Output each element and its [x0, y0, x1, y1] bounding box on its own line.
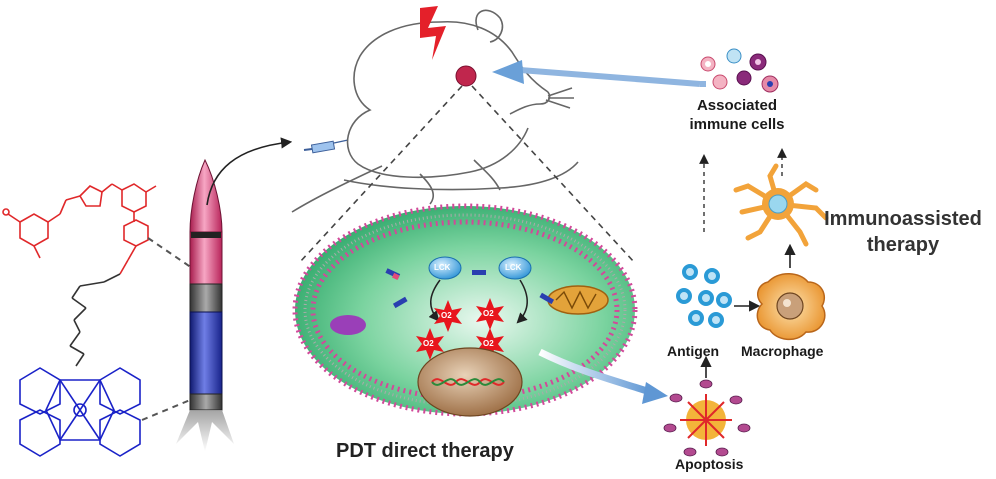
- o2-label-2: O2: [483, 309, 494, 318]
- return-arrow: [492, 60, 706, 87]
- lightning-icon: [420, 6, 446, 60]
- immunoassisted-line2: therapy: [866, 234, 940, 256]
- associated-label-line2: immune cells: [689, 116, 785, 133]
- drug-pellets: [385, 268, 555, 309]
- molecule-phthalocyanine: [19, 367, 141, 457]
- immune-cells-cluster: [700, 48, 779, 93]
- macrophage-label: Macrophage: [741, 343, 824, 359]
- lck-right: [498, 256, 532, 280]
- antigen-cluster: [676, 264, 732, 328]
- associated-immune-cells-label: Associated immune cells: [682, 96, 792, 134]
- lck-arrow-left: [428, 279, 441, 322]
- mitochondrion-icon: [547, 285, 609, 315]
- molecule-chain: [69, 273, 121, 367]
- vesicle-icon: [330, 315, 366, 335]
- syringe-icon: [303, 139, 349, 154]
- mouse-outline: [291, 9, 579, 213]
- pdt-direct-therapy-label: PDT direct therapy: [336, 440, 514, 462]
- molecule-linker: [119, 219, 149, 275]
- associated-label-line1: Associated: [696, 97, 778, 114]
- molecule-structure: [2, 183, 196, 457]
- lck-label-right: LCK: [505, 263, 522, 272]
- apoptosis-label: Apoptosis: [675, 456, 744, 472]
- lck-label-left: LCK: [434, 263, 451, 272]
- cell-to-apoptosis-arrow: [538, 348, 668, 404]
- dna-icon: [431, 378, 505, 386]
- tumor-icon: [455, 65, 477, 87]
- molecule-red-part: [2, 183, 157, 259]
- antigen-label: Antigen: [667, 343, 720, 359]
- rocket-to-mouse-arrow: [206, 137, 293, 206]
- tumor-cell: [292, 203, 638, 417]
- ros-stars: [416, 298, 504, 360]
- o2-label-4: O2: [483, 339, 494, 348]
- o2-label-3: O2: [423, 339, 434, 348]
- o2-label-1: O2: [441, 311, 452, 320]
- rocket-icon: [176, 158, 234, 452]
- zoom-line-right: [471, 85, 635, 263]
- lck-arrow-right: [516, 279, 528, 324]
- apoptosis-icon: [663, 379, 751, 457]
- zoom-line-left: [299, 85, 463, 263]
- immunoassisted-therapy-label: Immunoassisted therapy: [818, 206, 988, 258]
- dendritic-cell-icon: [733, 163, 829, 247]
- lck-left: [428, 256, 462, 280]
- nucleus-icon: [417, 347, 523, 417]
- macrophage-icon: [756, 273, 826, 341]
- immunoassisted-line1: Immunoassisted: [824, 208, 982, 230]
